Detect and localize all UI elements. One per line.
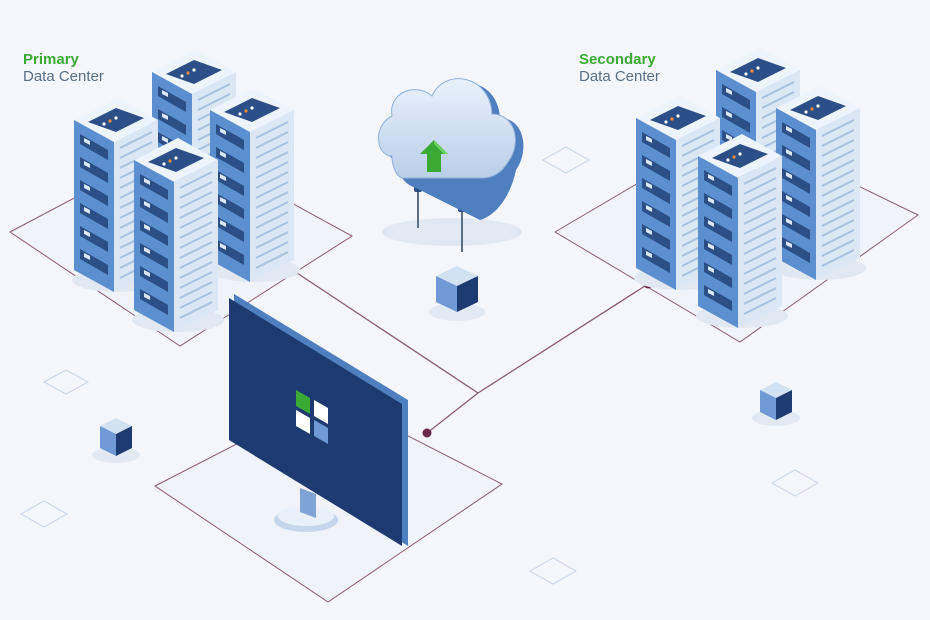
decor-diamond [541, 146, 591, 174]
connection-node [422, 428, 432, 438]
cloud-upload-icon [378, 78, 524, 252]
cube-icon [429, 266, 485, 321]
decor-diamond [19, 500, 69, 528]
secondary-data-center-label: Secondary Data Center [579, 51, 660, 86]
secondary-label-title: Secondary [579, 51, 656, 68]
secondary-label-subtitle: Data Center [579, 68, 660, 86]
server-rack-icon [696, 134, 788, 328]
cube-icon [92, 418, 140, 463]
cube-icon [752, 382, 800, 426]
decor-diamond [770, 469, 820, 497]
four-square-logo-icon [296, 390, 328, 444]
primary-data-center-label: Primary Data Center [23, 51, 104, 86]
server-rack-icon [132, 138, 224, 332]
server-rack-icon [774, 86, 866, 280]
decor-diamond [42, 369, 90, 395]
primary-label-title: Primary [23, 51, 79, 68]
network-connections [293, 270, 649, 434]
server-rack-icon [208, 88, 300, 282]
server-racks [72, 48, 866, 332]
monitor-icon [229, 294, 408, 546]
primary-label-subtitle: Data Center [23, 68, 104, 86]
decor-diamond [528, 557, 578, 585]
